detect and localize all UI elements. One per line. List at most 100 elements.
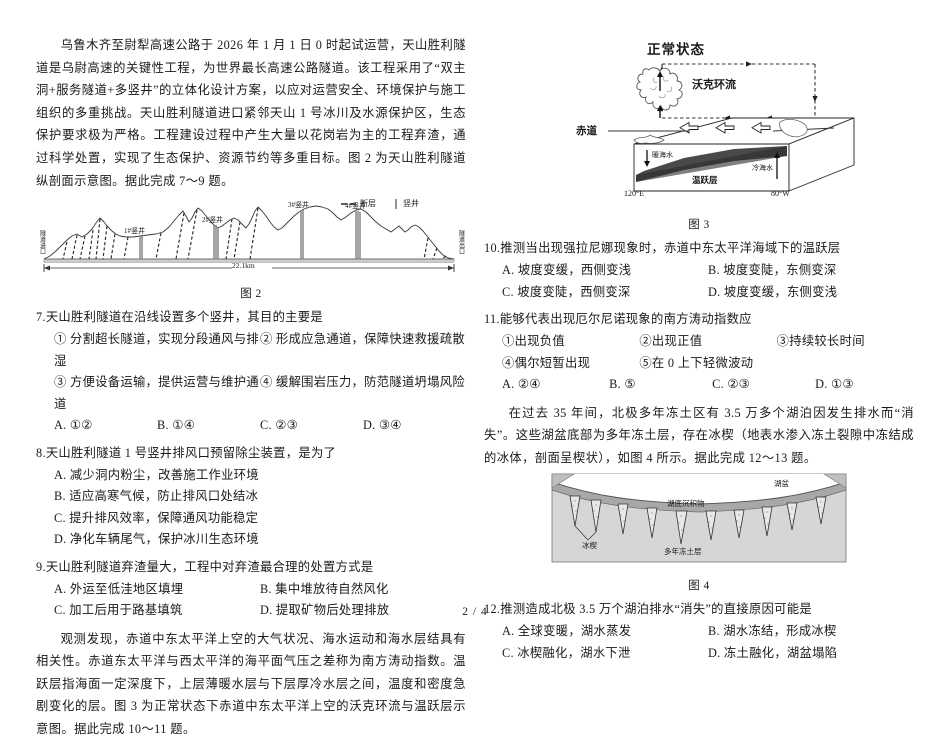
passage-walker-circulation: 观测发现，赤道中东太平洋上空的大气状况、海水运动和海水层结具有相关性。赤道东太平… [36,631,466,737]
question-12-choices-row-1: A. 全球变暖，湖水蒸发 B. 湖水冻结，形成冰楔 [484,621,914,643]
question-11-choice-c[interactable]: C. ②③ [712,377,751,391]
figure-3-thermocline-label: 温跃层 [692,175,718,185]
question-9-choice-c[interactable]: C. 加工后用于路基填筑 [54,603,183,618]
question-10-stem: 10.推测当出现强拉尼娜现象时，赤道中东太平洋海域下的温跃层 [484,237,914,259]
passage-arctic-lakes: 在过去 35 年间，北极多年冻土区有 3.5 万多个湖泊因发生排水而“消失”。这… [484,405,914,465]
question-9-choice-a[interactable]: A. 外运至低洼地区填埋 [54,581,184,596]
figure-2-legend-fault-label: 断层 [360,199,376,209]
question-9-number: 9. [36,559,46,574]
figure-2-exit-label: 隧道出口 [457,230,464,255]
question-11-choice-a[interactable]: A. ②④ [502,377,541,391]
question-8-choice-row-d: D. 净化车辆尾气，保护冰川生态环境 [36,529,466,551]
question-10-choices-row-1: A. 坡度变缓，西侧变浅 B. 坡度变陡，东侧变深 [484,260,914,282]
figure-2-shaft-4-label: 4#竖井 [345,202,366,211]
question-11-statement-5: ⑤在 0 上下轻微波动 [639,355,754,370]
question-11-choice-d[interactable]: D. ①③ [815,377,854,391]
figure-4-lake-basin-label: 湖盆 [774,479,789,489]
question-8-text: 天山胜利隧道 1 号竖井排风口预留除尘装置，是为了 [45,445,337,460]
question-8-choice-b[interactable]: B. 适应高寒气候，防止排风口处结冰 [54,489,259,504]
question-10-number: 10. [484,241,501,255]
question-7-choice-d[interactable]: D. ③④ [363,418,402,433]
question-10-choice-d[interactable]: D. 坡度变缓，东侧变浅 [708,284,838,299]
figure-3-cold-water-label: 冷海水 [752,164,773,172]
question-11-statement-2: ②出现正值 [639,334,703,348]
exam-page: 乌鲁木齐至尉犁高速公路于 2026 年 1 月 1 日 0 时起试运营，天山胜利… [36,34,914,736]
figure-4-caption: 图 4 [688,580,710,593]
figure-2-entrance-label: 隧道进口 [38,230,45,255]
question-7-statement-2: ② 形成应急通道，保障快速救援疏散 [260,332,465,347]
question-9-text: 天山胜利隧道弃渣量大，工程中对弃渣最合理的处置方式是 [45,559,374,574]
question-7-choice-a[interactable]: A. ①② [54,418,93,433]
figure-4-ice-wedge: 湖盆 湖底沉积物 冰楔 多年冻土层 [484,472,914,576]
question-7-statements-row-2: ③ 方便设备运输，提供运营与维护通道 ④ 缓解围岩压力，防范隧道坍塌风险 [36,372,466,415]
question-10-choices-row-2: C. 坡度变陡，西侧变深 D. 坡度变缓，东侧变浅 [484,282,914,304]
figure-3-walker-circulation: 正常状态 沃克环流 赤道 暖海水 冷海水 温跃层 120°E 80°W [484,34,914,210]
passage-tunnel: 乌鲁木齐至尉犁高速公路于 2026 年 1 月 1 日 0 时起试运营，天山胜利… [36,38,466,188]
figure-2-shaft-2-label: 2#竖井 [202,216,223,225]
question-9-choices-row-2: C. 加工后用于路基填筑 D. 提取矿物后处理排放 [36,600,466,622]
left-column: 乌鲁木齐至尉犁高速公路于 2026 年 1 月 1 日 0 时起试运营，天山胜利… [36,34,466,743]
question-9-choices-row-1: A. 外运至低洼地区填埋 B. 集中堆放待自然风化 [36,579,466,601]
question-10-choice-c[interactable]: C. 坡度变陡，西侧变深 [502,284,631,299]
question-10-text: 推测当出现强拉尼娜现象时，赤道中东太平洋海域下的温跃层 [500,241,841,255]
question-11-statements-row-2: ④偶尔短暂出现 ⑤在 0 上下轻微波动 [484,353,914,375]
figure-2-legend-shaft-label: 竖井 [403,199,419,209]
question-7-statement-1: ① 分割超长隧道，实现分段通风与排湿 [54,332,259,368]
question-12-choice-a[interactable]: A. 全球变暖，湖水蒸发 [502,624,632,639]
question-10-choice-b[interactable]: B. 坡度变陡，东侧变深 [708,263,837,277]
question-9-choice-d[interactable]: D. 提取矿物后处理排放 [260,603,390,618]
question-11-choice-b[interactable]: B. ⑤ [609,377,636,391]
question-11-number: 11. [484,312,500,326]
figure-2-shaft-1-label: 1#竖井 [124,227,145,236]
figure-3-walker-circulation-label: 沃克环流 [692,79,736,91]
question-8-choice-d[interactable]: D. 净化车辆尾气，保护冰川生态环境 [54,532,259,547]
question-8-stem: 8.天山胜利隧道 1 号竖井排风口预留除尘装置，是为了 [36,442,466,464]
figure-4-permafrost-label: 多年冻土层 [664,547,702,557]
figure-4-svg [551,473,847,563]
right-column: 正常状态 沃克环流 赤道 暖海水 冷海水 温跃层 120°E 80°W 图 3 … [484,34,914,664]
question-8-number: 8. [36,445,46,460]
question-12-stem: 12.推测造成北极 3.5 万个湖泊排水“消失”的直接原因可能是 [484,598,914,620]
question-7-statements-row-1: ① 分割超长隧道，实现分段通风与排湿 ② 形成应急通道，保障快速救援疏散 [36,329,466,372]
figure-2-shaft-3-label: 3#竖井 [288,201,309,210]
question-11-choices: A. ②④ B. ⑤ C. ②③ D. ①③ [484,374,914,396]
question-11-stem: 11.能够代表出现厄尔尼诺现象的南方涛动指数应 [484,308,914,330]
question-9-stem: 9.天山胜利隧道弃渣量大，工程中对弃渣最合理的处置方式是 [36,556,466,578]
figure-3-caption: 图 3 [688,219,710,231]
figure-3-title: 正常状态 [647,42,705,57]
question-7-statement-4: ④ 缓解围岩压力，防范隧道坍塌风险 [260,375,465,390]
figure-3-east-longitude-label: 80°W [771,189,790,198]
question-7-choice-b[interactable]: B. ①④ [157,418,195,433]
question-12-choices-row-2: C. 冰楔融化，湖水下泄 D. 冻土融化，湖盆塌陷 [484,643,914,665]
question-8-choice-a[interactable]: A. 减少洞内粉尘，改善施工作业环境 [54,467,259,482]
question-11-statement-1: ①出现负值 [502,334,565,348]
question-12-text: 推测造成北极 3.5 万个湖泊排水“消失”的直接原因可能是 [500,602,812,617]
question-12-choice-c[interactable]: C. 冰楔融化，湖水下泄 [502,645,631,660]
question-7-choices: A. ①② B. ①④ C. ②③ D. ③④ [36,415,466,437]
figure-3-equator-label: 赤道 [576,126,597,137]
question-11-statement-3: ③持续较长时间 [776,334,865,348]
figure-4-ice-wedge-label: 冰楔 [582,541,597,551]
figure-2-scale-bar [43,264,455,273]
question-11-text: 能够代表出现厄尔尼诺现象的南方涛动指数应 [499,312,752,326]
question-8-choice-c[interactable]: C. 提升排风效率，保障通风功能稳定 [54,510,259,525]
question-7-number: 7. [36,310,46,325]
question-12-choice-b[interactable]: B. 湖水冻结，形成冰楔 [708,624,837,639]
figure-2-tunnel-profile: 断层 竖井 隧道进口 隧道出口 1#竖井 2#竖井 3#竖井 4#竖井 22.1… [36,196,466,284]
figure-2-legend [341,199,397,210]
page-footer: 2 / 4 [462,606,488,618]
question-10-choice-a[interactable]: A. 坡度变缓，西侧变浅 [502,263,632,277]
question-7-choice-c[interactable]: C. ②③ [260,418,298,433]
question-11-statements-row-1: ①出现负值 ②出现正值 ③持续较长时间 [484,331,914,353]
figure-3-svg [608,61,855,192]
question-9-choice-b[interactable]: B. 集中堆放待自然风化 [260,581,389,596]
question-7-text: 天山胜利隧道在沿线设置多个竖井，其目的主要是 [45,310,323,325]
question-7-stem: 7.天山胜利隧道在沿线设置多个竖井，其目的主要是 [36,306,466,328]
question-12-choice-d[interactable]: D. 冻土融化，湖盆塌陷 [708,645,838,660]
question-11-statement-spacer [777,353,914,375]
figure-4-lake-sediment-label: 湖底沉积物 [667,499,705,509]
figure-2-caption: 图 2 [240,288,262,301]
figure-3-warm-water-label: 暖海水 [652,151,673,159]
question-8-choice-row-c: C. 提升排风效率，保障通风功能稳定 [36,508,466,530]
figure-2-svg [43,199,455,273]
